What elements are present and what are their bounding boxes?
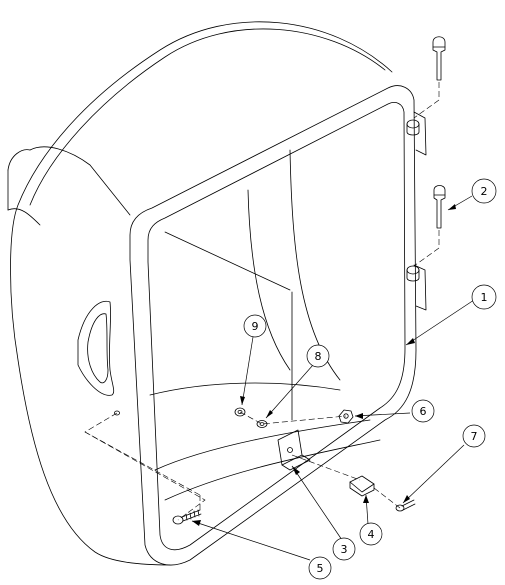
callout-9: 9 <box>244 315 266 337</box>
callout-6: 6 <box>412 400 434 422</box>
pin-upper <box>433 37 445 80</box>
callout-1: 1 <box>472 285 496 309</box>
callout-8: 8 <box>307 345 329 367</box>
hinge-knuckles <box>407 120 419 281</box>
callout-6-label: 6 <box>420 405 427 418</box>
screw-7 <box>396 500 415 511</box>
callout-7-label: 7 <box>471 430 478 443</box>
callout-7: 7 <box>463 425 485 447</box>
callout-3-label: 3 <box>341 543 348 556</box>
callout-4: 4 <box>360 523 382 545</box>
side-window <box>78 301 114 395</box>
clip <box>350 476 374 496</box>
housing-body <box>8 22 426 565</box>
callout-5: 5 <box>309 557 331 579</box>
callout-3: 3 <box>333 538 355 560</box>
callout-2: 2 <box>472 179 496 203</box>
leader-lines <box>192 196 474 560</box>
callout-9-label: 9 <box>252 320 259 333</box>
pin-lower <box>434 186 445 229</box>
callout-1-label: 1 <box>481 291 488 304</box>
bracket <box>278 430 310 470</box>
callout-5-label: 5 <box>317 562 324 575</box>
callout-2-label: 2 <box>481 185 488 198</box>
callout-8-label: 8 <box>315 350 322 363</box>
callout-4-label: 4 <box>368 528 375 541</box>
assembly-lines <box>85 82 439 520</box>
washer <box>257 421 267 428</box>
